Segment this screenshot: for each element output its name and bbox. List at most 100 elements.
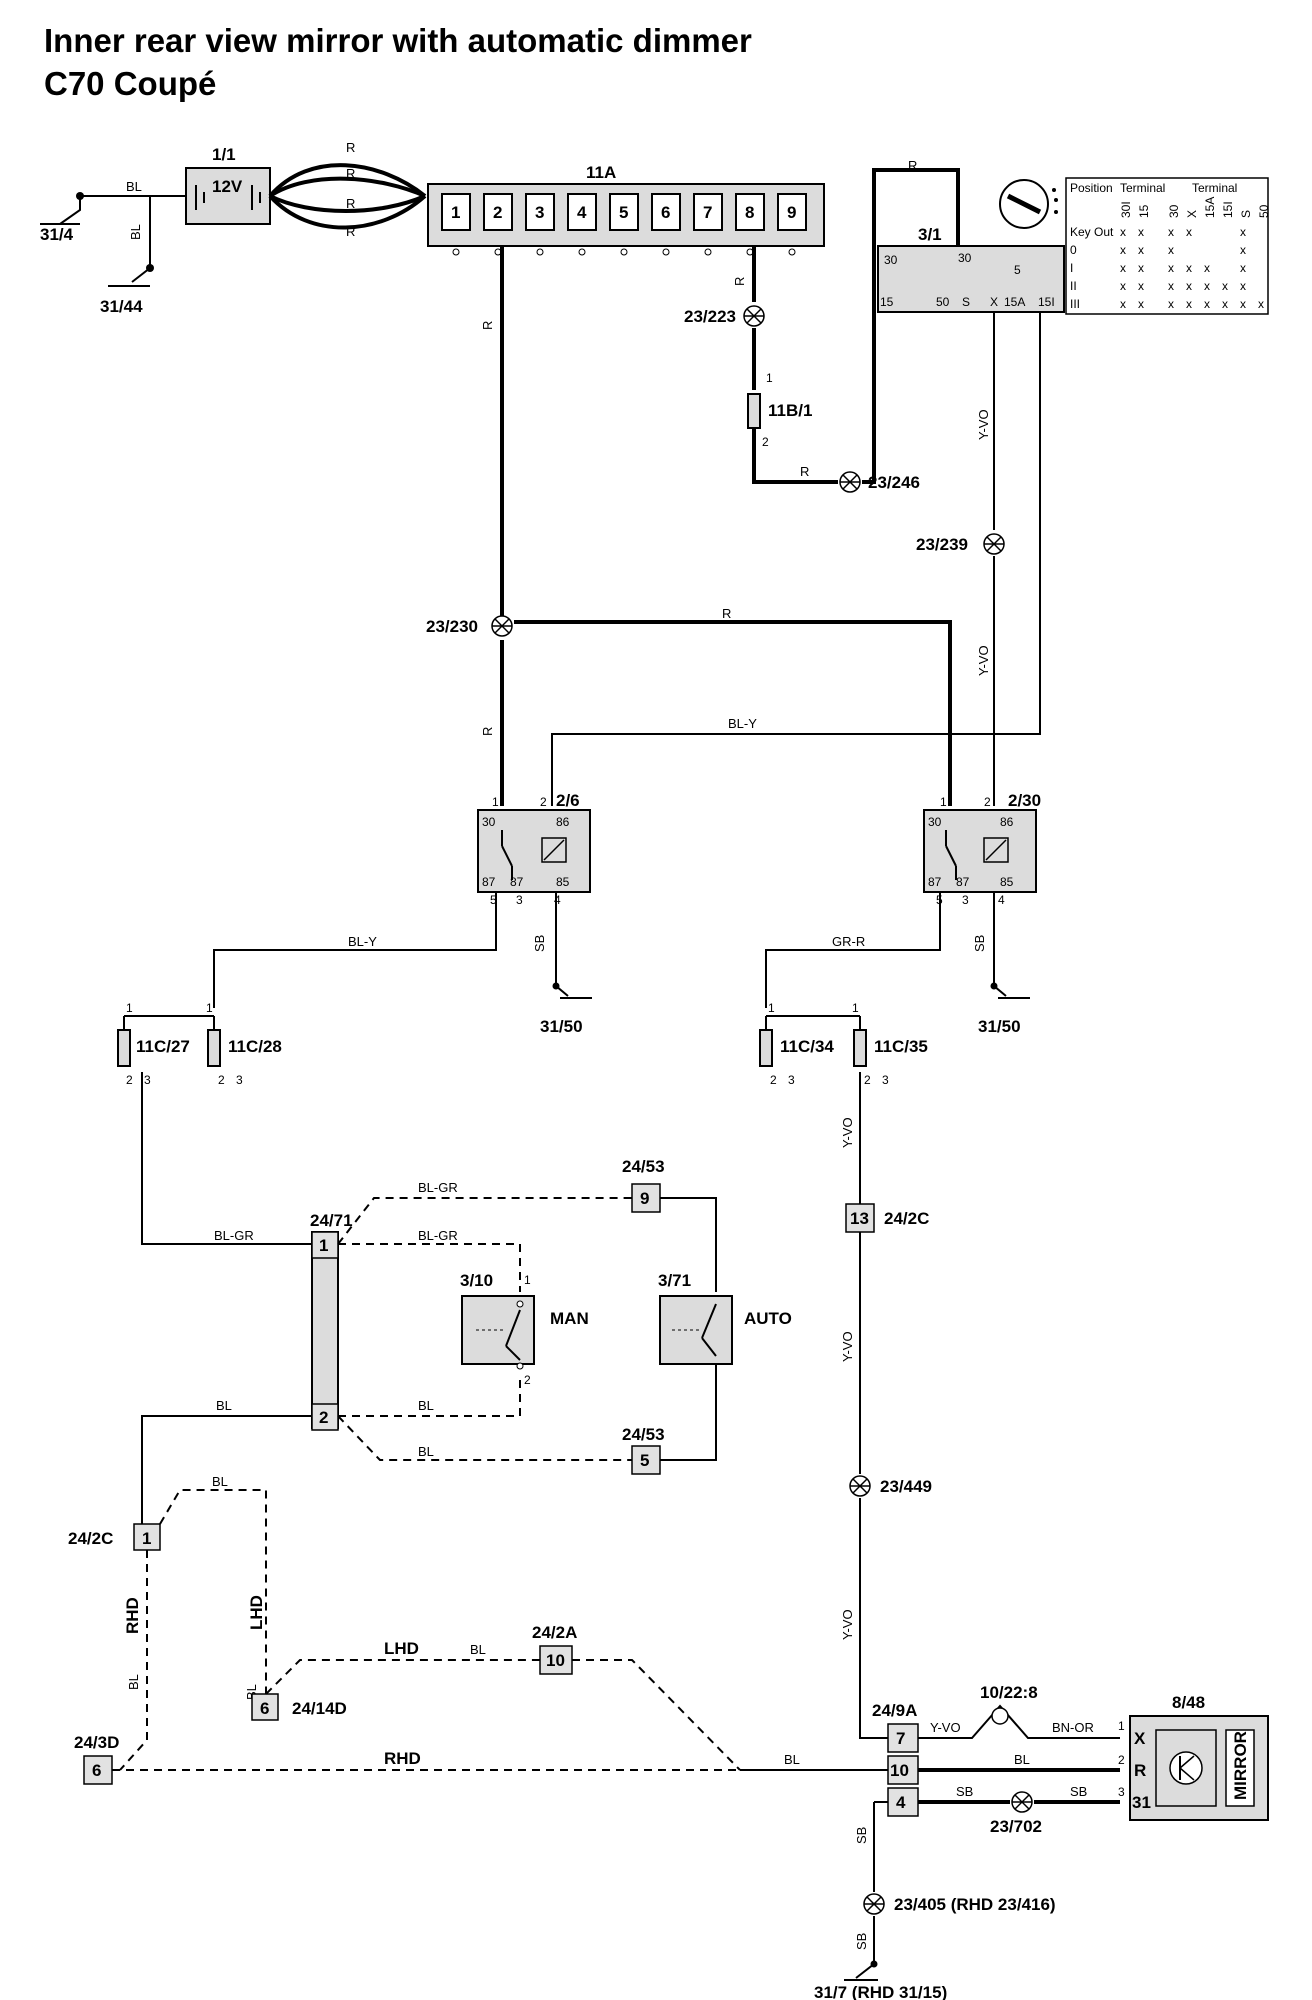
connector-24-3d: 24/3D 6 xyxy=(74,1733,119,1785)
svg-text:BL: BL xyxy=(418,1444,434,1459)
svg-text:6: 6 xyxy=(260,1699,269,1718)
table-column-header: 15A xyxy=(1203,197,1217,218)
wire-battery-ground-31-4 xyxy=(59,195,186,225)
fusebox-11a-fuse-label: 4 xyxy=(577,203,587,222)
table-cell-mark: x xyxy=(1138,297,1144,311)
table-row-position: Key Out xyxy=(1070,225,1114,239)
svg-text:Position: Position xyxy=(1070,181,1113,195)
svg-text:24/3D: 24/3D xyxy=(74,1733,119,1752)
svg-text:24/53: 24/53 xyxy=(622,1425,665,1444)
table-column-header: S xyxy=(1239,210,1253,218)
svg-text:2: 2 xyxy=(218,1073,225,1087)
svg-text:1: 1 xyxy=(524,1273,531,1287)
svg-text:BL: BL xyxy=(1014,1752,1030,1767)
battery-1-1: 1/1 12V xyxy=(185,145,271,225)
table-cell-mark: x xyxy=(1168,279,1174,293)
ignition-key-icon xyxy=(999,179,1058,229)
table-row-position: II xyxy=(1070,279,1077,293)
fusebox-11a-fuse-label: 9 xyxy=(787,203,796,222)
svg-text:24/2C: 24/2C xyxy=(68,1529,113,1548)
svg-text:S: S xyxy=(962,295,970,309)
svg-text:24/2C: 24/2C xyxy=(884,1209,929,1228)
svg-text:1: 1 xyxy=(1118,1719,1125,1733)
svg-text:R: R xyxy=(732,277,747,286)
svg-text:Y-VO: Y-VO xyxy=(840,1117,855,1148)
svg-text:GR-R: GR-R xyxy=(832,934,865,949)
svg-text:23/405 (RHD 23/416): 23/405 (RHD 23/416) xyxy=(894,1895,1056,1914)
svg-text:23/223: 23/223 xyxy=(684,307,736,326)
svg-text:3/10: 3/10 xyxy=(460,1271,493,1290)
fusebox-11a-fuse-8 xyxy=(735,193,765,231)
svg-text:24/53: 24/53 xyxy=(622,1157,665,1176)
svg-text:4: 4 xyxy=(554,893,561,907)
svg-text:SB: SB xyxy=(854,1933,869,1950)
svg-text:BN-OR: BN-OR xyxy=(1052,1720,1094,1735)
table-cell-mark: x xyxy=(1168,297,1174,311)
table-cell-mark: x xyxy=(1240,261,1246,275)
svg-text:R: R xyxy=(722,606,731,621)
wire-ignition-15i-bl-y xyxy=(551,312,1041,806)
fusebox-11a-fuse-label: 2 xyxy=(493,203,502,222)
svg-text:1: 1 xyxy=(940,795,947,809)
battery-fusebox-cable-bundle: R R R R xyxy=(268,140,427,239)
wire-24-14d-to-24-2a xyxy=(265,1659,540,1695)
svg-text:87: 87 xyxy=(510,875,524,889)
svg-text:BL: BL xyxy=(212,1474,228,1489)
table-cell-mark: x xyxy=(1168,261,1174,275)
wire-11c-27-to-panel-24-71 xyxy=(141,1072,314,1245)
relay-2-30: 2/30 1 2 30 86 87 87 85 5 3 4 xyxy=(923,791,1041,907)
fuse-11c-27: 1 11C/27 2 3 xyxy=(117,1001,214,1087)
svg-text:31: 31 xyxy=(1132,1793,1151,1812)
ground-31-7-label: 31/7 (RHD 31/15) xyxy=(814,1983,947,2000)
svg-text:SB: SB xyxy=(972,935,987,952)
svg-text:Y-VO: Y-VO xyxy=(976,645,991,676)
svg-text:1: 1 xyxy=(206,1001,213,1015)
table-cell-mark: x xyxy=(1204,297,1210,311)
svg-text:9: 9 xyxy=(640,1189,649,1208)
table-cell-mark: x xyxy=(1120,279,1126,293)
table-row-position: 0 xyxy=(1070,243,1077,257)
splice-23-239: 23/239 xyxy=(916,533,1005,555)
svg-text:3: 3 xyxy=(236,1073,243,1087)
connector-24-2c-pin-1: 1 24/2C xyxy=(68,1523,161,1551)
wire-24-53-pin-5-to-switch-auto xyxy=(660,1364,717,1461)
table-row-position: III xyxy=(1070,297,1080,311)
fusebox-11a-fuse-label: 8 xyxy=(745,203,754,222)
table-cell-mark: x xyxy=(1186,279,1192,293)
svg-text:1: 1 xyxy=(852,1001,859,1015)
wire-relay-2-30-to-ground-31-50 xyxy=(993,892,1007,997)
wire-panel-to-switch-man xyxy=(338,1243,521,1292)
splice-23-405: 23/405 (RHD 23/416) xyxy=(863,1893,1056,1915)
svg-text:87: 87 xyxy=(928,875,942,889)
svg-text:6: 6 xyxy=(92,1761,101,1780)
svg-text:3/1: 3/1 xyxy=(918,225,942,244)
table-cell-mark: x xyxy=(1168,225,1174,239)
svg-text:1: 1 xyxy=(768,1001,775,1015)
svg-text:R: R xyxy=(480,727,495,736)
fuse-11b-pin-1: 1 xyxy=(766,371,773,385)
splice-23-449: 23/449 xyxy=(849,1475,932,1497)
wire-splice-23-230-to-relay-2-30 xyxy=(514,620,952,806)
table-column-header: 15I xyxy=(1221,201,1235,218)
fusebox-11a-fuse-5 xyxy=(609,193,639,231)
svg-text:30: 30 xyxy=(482,815,496,829)
svg-text:8/48: 8/48 xyxy=(1172,1693,1205,1712)
connector-24-9a: 24/9A 7 10 4 xyxy=(872,1701,919,1817)
svg-text:R: R xyxy=(346,140,355,155)
table-column-header: 30 xyxy=(1167,204,1181,218)
connector-24-53-pin-9: 24/53 9 xyxy=(622,1157,665,1213)
fusebox-11a-fuse-2 xyxy=(483,193,513,231)
svg-text:12V: 12V xyxy=(212,177,243,196)
svg-text:23/449: 23/449 xyxy=(880,1477,932,1496)
table-cell-mark: x xyxy=(1186,297,1192,311)
fuse-11c-28: 1 11C/28 2 3 xyxy=(206,1001,282,1087)
fuse-11c-34: 1 11C/34 2 3 xyxy=(759,1001,860,1087)
svg-text:R: R xyxy=(480,321,495,330)
fuse-11b-1-label: 11B/1 xyxy=(768,401,812,420)
svg-text:BL-Y: BL-Y xyxy=(348,934,377,949)
fusebox-11a-fuse-7 xyxy=(693,193,723,231)
switch-man-3-10: 3/10 1 2 MAN xyxy=(460,1271,589,1387)
svg-text:11C/28: 11C/28 xyxy=(228,1037,282,1056)
